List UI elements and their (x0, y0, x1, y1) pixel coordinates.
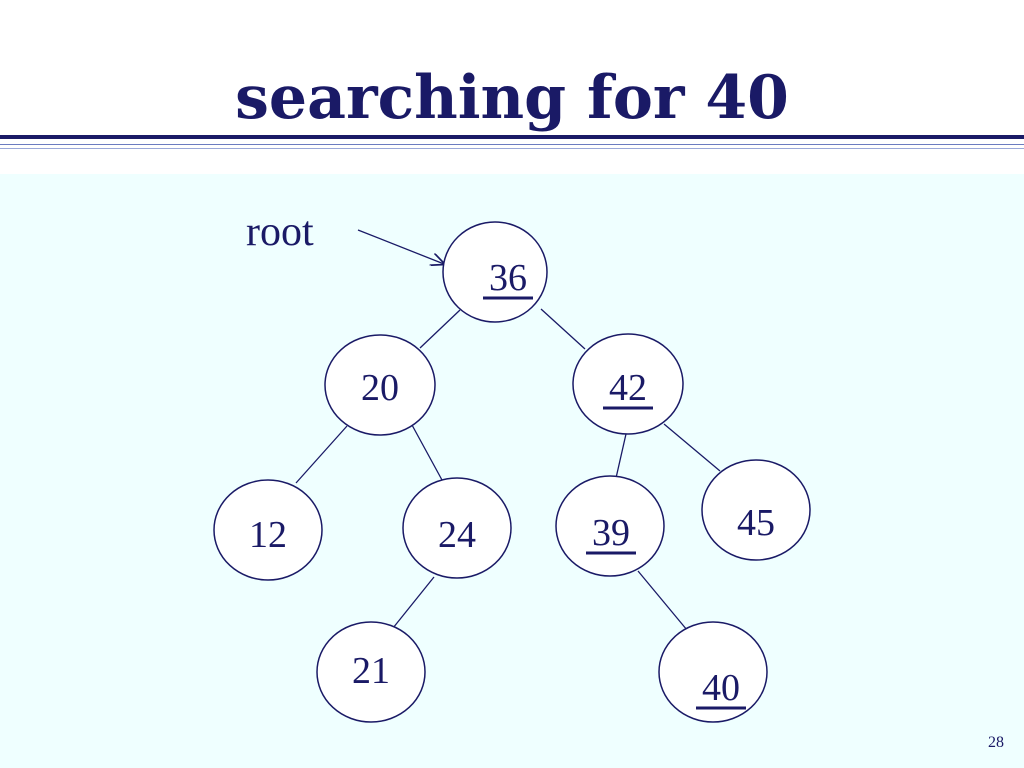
node-circle (316, 621, 426, 723)
tree-node-42: 42 (572, 333, 684, 435)
title-rule-thin (0, 144, 1024, 145)
node-label: 42 (609, 367, 647, 409)
node-circle (213, 479, 323, 581)
tree-edge-42-45 (663, 423, 721, 472)
node-label: 40 (702, 667, 740, 709)
node-circle (324, 334, 436, 436)
node-circle (572, 333, 684, 435)
tree-node-12: 12 (213, 479, 323, 581)
tree-edge-20-24 (411, 424, 443, 481)
node-circle (555, 475, 665, 577)
tree-node-39: 39 (555, 475, 665, 577)
node-label: 45 (737, 502, 775, 544)
tree-edge-36-42 (540, 308, 586, 350)
node-label: 39 (592, 512, 630, 554)
node-circle (658, 621, 768, 723)
tree-node-36: 36 (442, 221, 548, 323)
node-label: 24 (438, 514, 476, 556)
node-label: 21 (352, 650, 390, 692)
node-label: 12 (249, 514, 287, 556)
title-rule-thin-lower (0, 148, 1024, 149)
tree-node-21: 21 (316, 621, 426, 723)
tree-edge-36-20 (419, 309, 461, 349)
title-rule-thick (0, 135, 1024, 139)
tree-edge-24-21 (392, 576, 435, 629)
tree-node-40: 40 (658, 621, 768, 723)
root-label: root (246, 209, 314, 255)
tree-node-24: 24 (402, 477, 512, 579)
tree-edge-39-40 (637, 570, 688, 631)
tree-node-20: 20 (324, 334, 436, 436)
slide-title: searching for 40 (235, 63, 789, 133)
tree-edge-42-39 (615, 433, 627, 479)
page-number: 28 (988, 734, 1004, 751)
tree-edge-20-12 (295, 425, 348, 484)
node-circle (402, 477, 512, 579)
node-label: 20 (361, 367, 399, 409)
tree-node-45: 45 (701, 459, 811, 561)
root-pointer-arrow (357, 229, 444, 264)
node-label: 36 (489, 257, 527, 299)
node-circle (701, 459, 811, 561)
